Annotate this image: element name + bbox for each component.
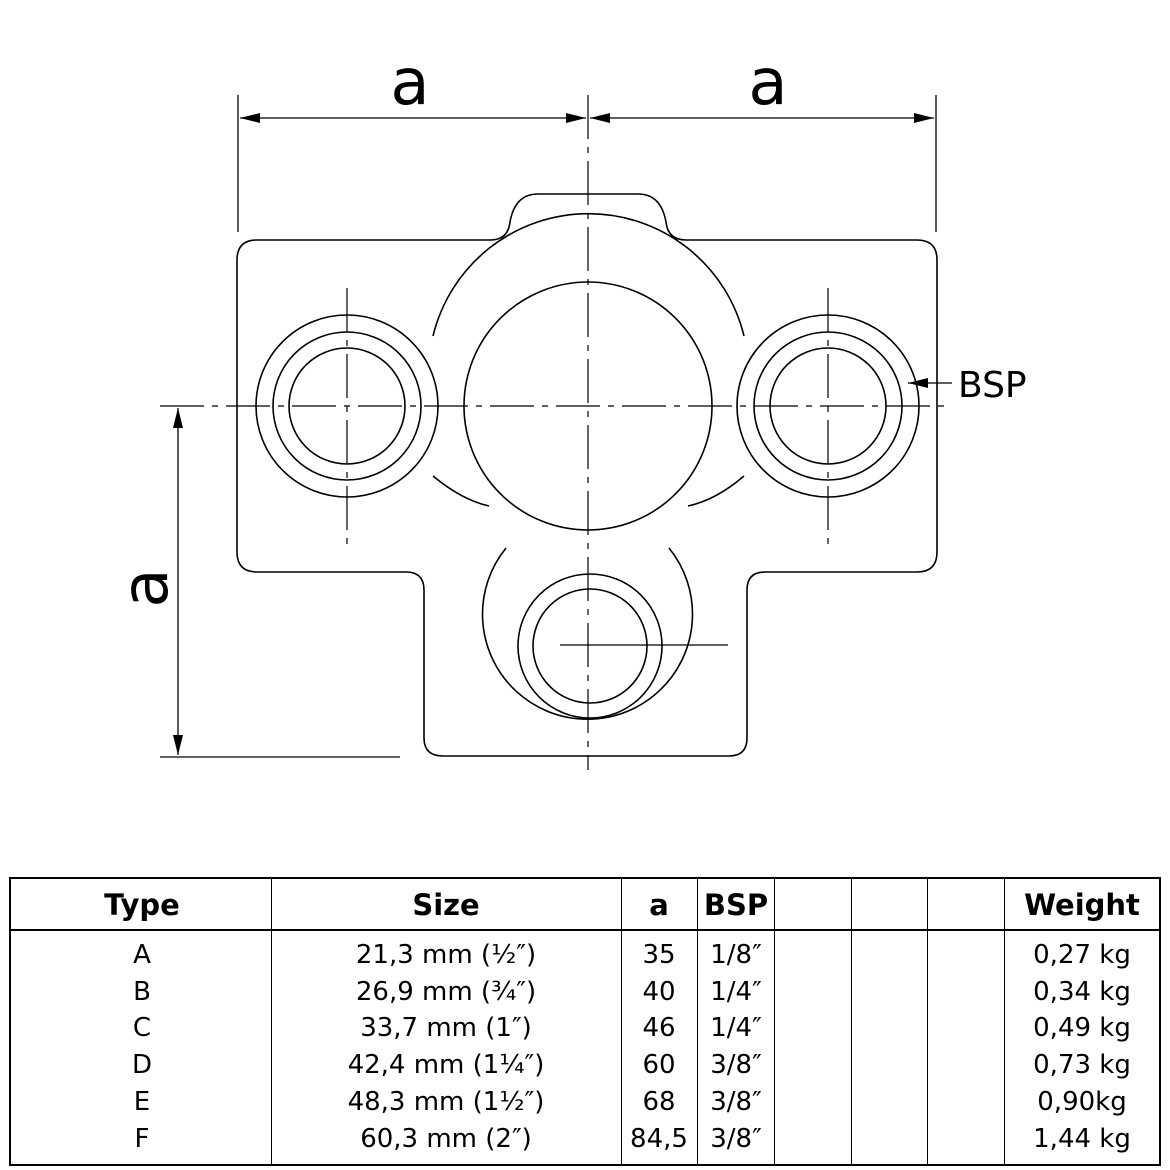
cell-size: 42,4 mm (1¼″) bbox=[347, 1050, 545, 1081]
cell-blank3 bbox=[928, 1047, 1002, 1084]
cell-weight: 0,27 kg bbox=[1033, 940, 1131, 970]
cell-type: C bbox=[132, 1013, 152, 1044]
cell-bsp: 1/4″ bbox=[710, 976, 762, 1007]
cell-type: D bbox=[131, 1050, 153, 1081]
cell-size: 60,3 mm (2″) bbox=[360, 1123, 532, 1154]
cell-blank3 bbox=[928, 1010, 1002, 1047]
cell-weight: 0,90kg bbox=[1037, 1086, 1127, 1117]
cell-bsp: 1/8″ bbox=[710, 940, 762, 970]
column-divider bbox=[271, 879, 272, 1164]
cell-blank2 bbox=[852, 937, 926, 974]
cell-type: F bbox=[134, 1123, 150, 1154]
cell-blank1 bbox=[775, 974, 849, 1011]
dimension-lines bbox=[160, 95, 952, 758]
cell-bsp: 3/8″ bbox=[710, 1050, 762, 1081]
column-divider bbox=[851, 879, 852, 1164]
bsp-label: BSP bbox=[958, 365, 1027, 406]
cell-weight: 0,73 kg bbox=[1033, 1050, 1131, 1081]
dimension-label-left: a bbox=[109, 568, 183, 607]
cell-blank2 bbox=[852, 1047, 926, 1084]
cell-blank3 bbox=[928, 1121, 1002, 1158]
column-divider bbox=[774, 879, 775, 1164]
cell-a: 60 bbox=[642, 1050, 676, 1081]
cell-blank1 bbox=[775, 1010, 849, 1047]
bsp-thread-bore-bottom bbox=[517, 573, 663, 719]
header-bsp: BSP bbox=[703, 888, 769, 922]
fitting-outline bbox=[236, 193, 938, 757]
cell-bsp: 1/4″ bbox=[710, 1013, 762, 1044]
technical-drawing: a a a BSP bbox=[109, 46, 1027, 770]
column-divider bbox=[621, 879, 622, 1164]
column-divider bbox=[1004, 879, 1005, 1164]
header-weight: Weight bbox=[1024, 888, 1140, 922]
cell-blank2 bbox=[852, 1010, 926, 1047]
cell-size: 26,9 mm (¾″) bbox=[355, 976, 537, 1007]
cell-blank1 bbox=[775, 937, 849, 974]
cell-size: 48,3 mm (1½″) bbox=[347, 1086, 545, 1117]
cell-weight: 1,44 kg bbox=[1033, 1123, 1131, 1154]
cell-type: B bbox=[133, 976, 151, 1007]
dimension-label-top-right: a bbox=[748, 46, 787, 120]
header-blank2 bbox=[852, 885, 926, 925]
header-divider bbox=[11, 929, 1159, 931]
header-blank3 bbox=[928, 885, 1002, 925]
cell-blank2 bbox=[852, 974, 926, 1011]
column-divider bbox=[697, 879, 698, 1164]
cell-blank2 bbox=[852, 1121, 926, 1158]
cell-blank1 bbox=[775, 1121, 849, 1158]
dimension-label-top-left: a bbox=[390, 46, 429, 120]
cell-a: 46 bbox=[642, 1013, 676, 1044]
cell-blank3 bbox=[928, 974, 1002, 1011]
cell-type: A bbox=[133, 940, 151, 970]
column-divider bbox=[927, 879, 928, 1164]
cell-blank1 bbox=[775, 1084, 849, 1121]
cell-bsp: 3/8″ bbox=[710, 1123, 762, 1154]
cell-weight: 0,34 kg bbox=[1033, 976, 1131, 1007]
header-blank1 bbox=[775, 885, 849, 925]
center-lines bbox=[160, 95, 950, 770]
cell-size: 21,3 mm (½″) bbox=[355, 940, 537, 970]
header-size: Size bbox=[412, 888, 480, 922]
cell-type: E bbox=[133, 1086, 151, 1117]
cell-size: 33,7 mm (1″) bbox=[360, 1013, 532, 1044]
cell-weight: 0,49 kg bbox=[1033, 1013, 1131, 1044]
header-a: a bbox=[649, 888, 669, 922]
cell-a: 40 bbox=[642, 976, 676, 1007]
cell-blank2 bbox=[852, 1084, 926, 1121]
cell-blank1 bbox=[775, 1047, 849, 1084]
cell-bsp: 3/8″ bbox=[710, 1086, 762, 1117]
cell-blank3 bbox=[928, 937, 1002, 974]
cell-a: 68 bbox=[642, 1086, 676, 1117]
cell-a: 84,5 bbox=[630, 1123, 688, 1154]
cell-blank3 bbox=[928, 1084, 1002, 1121]
cell-a: 35 bbox=[642, 940, 676, 970]
header-type: Type bbox=[104, 888, 180, 922]
